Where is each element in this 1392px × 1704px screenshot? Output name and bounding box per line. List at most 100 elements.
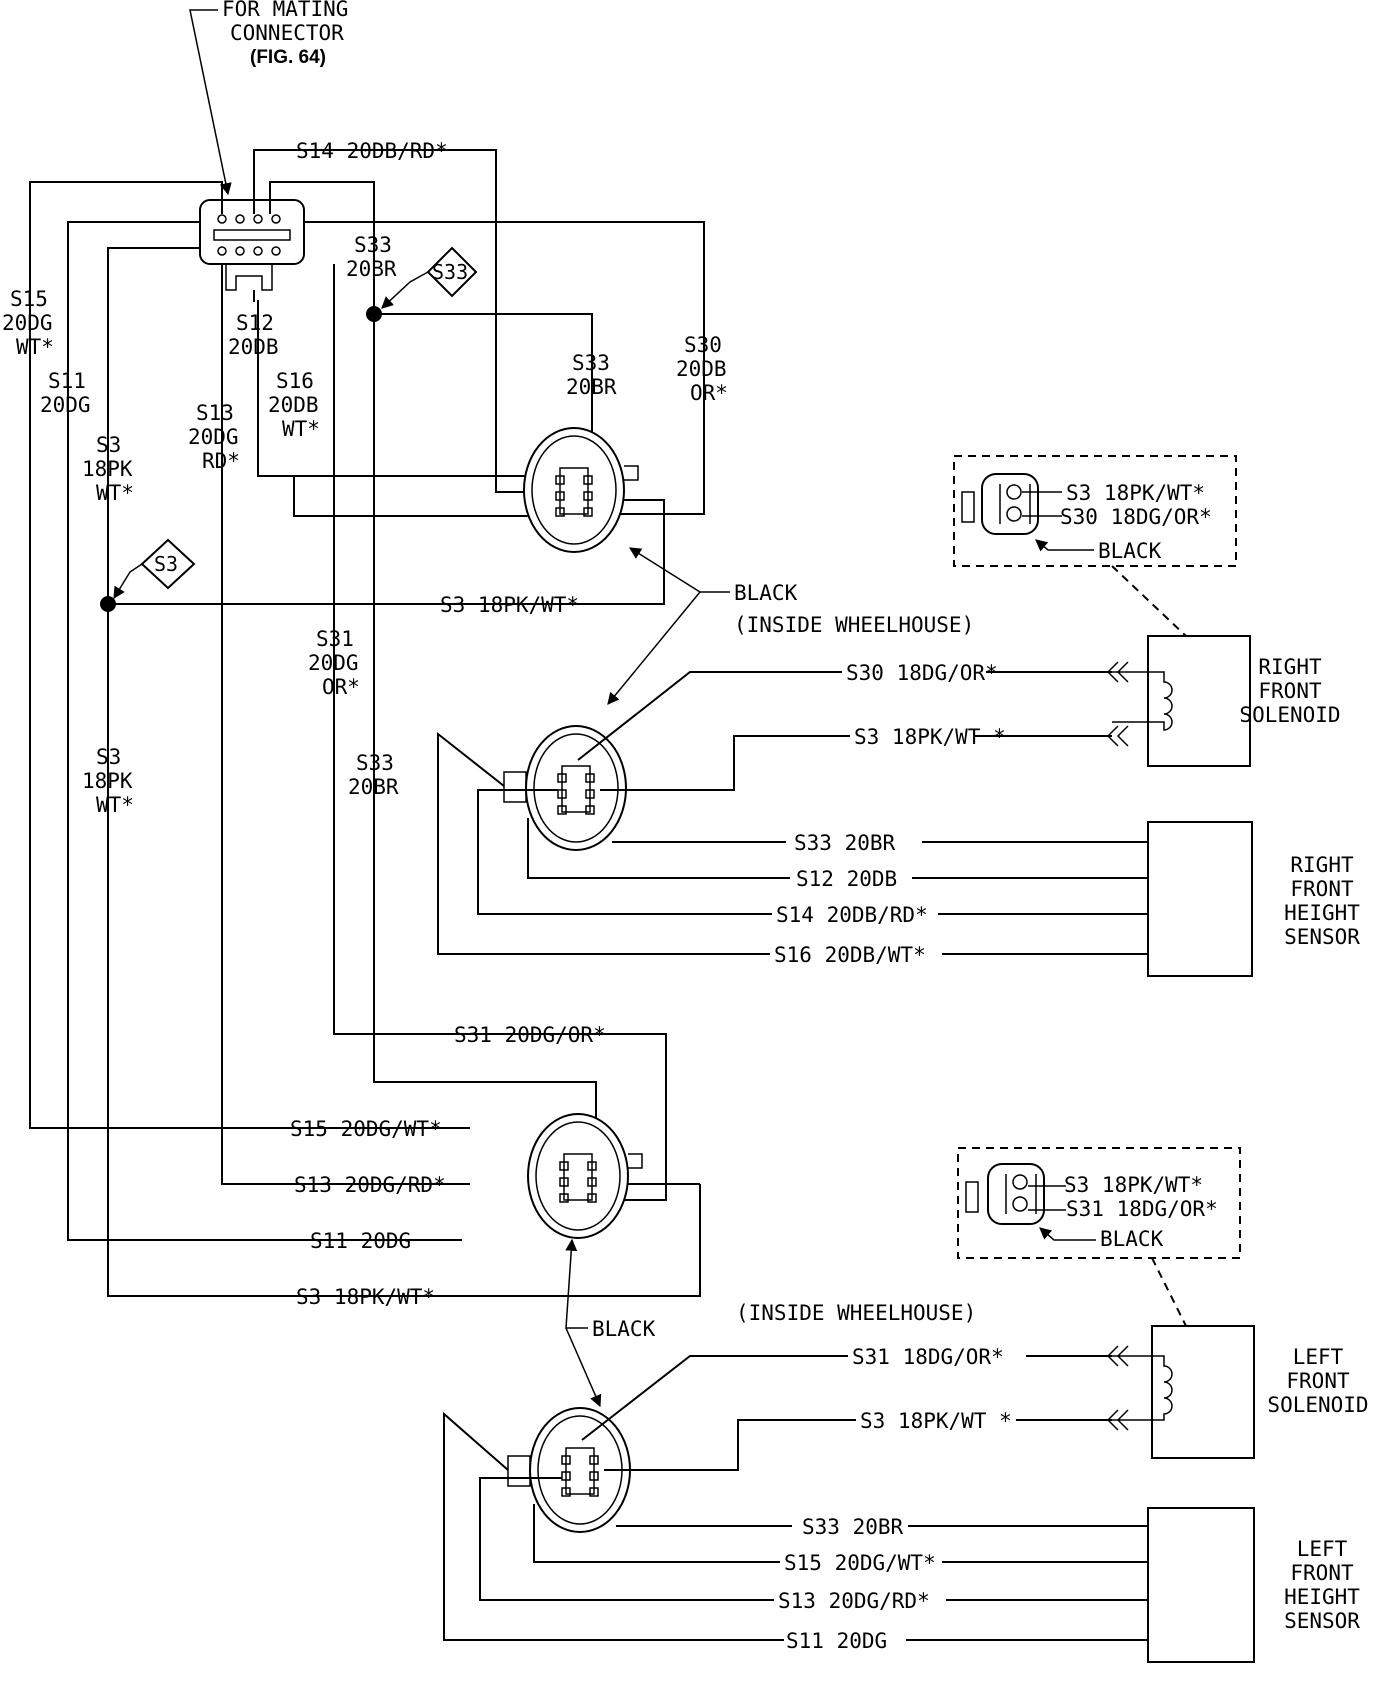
svg-text:BLACK: BLACK bbox=[734, 581, 798, 605]
svg-text:OR*: OR* bbox=[322, 675, 360, 699]
horizontal-labels: S14 20DB/RD* S3 18PK/WT* S30 18DG/OR* S3… bbox=[290, 139, 1012, 1653]
label-l-s15: S15 20DG/WT* bbox=[784, 1551, 936, 1575]
label-s15: S15 20DG WT* bbox=[2, 287, 54, 359]
left-front-solenoid: LEFT FRONT SOLENOID bbox=[1106, 1325, 1369, 1459]
splice-s3-tag: S3 bbox=[113, 538, 196, 600]
label-r-s16: S16 20DB/WT* bbox=[774, 943, 926, 967]
label-r-s30: S30 18DG/OR* bbox=[846, 661, 998, 685]
label-l-s31: S31 18DG/OR* bbox=[852, 1345, 1004, 1369]
svg-text:FRONT: FRONT bbox=[1290, 877, 1354, 901]
left-wheelhouse-wires bbox=[443, 1355, 1148, 1641]
svg-text:WT*: WT* bbox=[96, 481, 134, 505]
svg-text:S31 18DG/OR*: S31 18DG/OR* bbox=[1066, 1197, 1218, 1221]
wires bbox=[29, 149, 705, 1297]
label-r-s3: S3 18PK/WT * bbox=[854, 725, 1006, 749]
inset-right: S3 18PK/WT* S30 18DG/OR* BLACK bbox=[953, 455, 1237, 637]
black-callout-lower: BLACK (INSIDE WHEELHOUSE) bbox=[565, 1238, 976, 1408]
label-s11: S11 20DG bbox=[40, 369, 91, 417]
label-s33-top: S33 20BR bbox=[346, 233, 397, 281]
svg-text:20DG: 20DG bbox=[308, 651, 359, 675]
right-wheelhouse-wires bbox=[437, 671, 1148, 955]
svg-text:S31: S31 bbox=[316, 627, 354, 651]
svg-text:S30: S30 bbox=[684, 333, 722, 357]
svg-text:SOLENOID: SOLENOID bbox=[1239, 703, 1340, 727]
label-s13-mid: S13 20DG/RD* bbox=[294, 1173, 446, 1197]
svg-text:SENSOR: SENSOR bbox=[1284, 925, 1360, 949]
svg-text:S16: S16 bbox=[276, 369, 314, 393]
svg-text:S12: S12 bbox=[236, 311, 274, 335]
label-l-s33: S33 20BR bbox=[802, 1515, 904, 1539]
label-s31-mid: S31 20DG/OR* bbox=[454, 1023, 606, 1047]
svg-text:BLACK: BLACK bbox=[1098, 539, 1162, 563]
label-l-s13: S13 20DG/RD* bbox=[778, 1589, 930, 1613]
label-s14-top: S14 20DB/RD* bbox=[296, 139, 448, 163]
left-front-height-sensor: LEFT FRONT HEIGHT SENSOR bbox=[1147, 1507, 1360, 1663]
svg-text:WT*: WT* bbox=[282, 417, 320, 441]
label-r-s33: S33 20BR bbox=[794, 831, 896, 855]
mating-note: FOR MATING CONNECTOR (FIG. 64) bbox=[189, 0, 348, 196]
svg-text:20DG: 20DG bbox=[2, 311, 53, 335]
connector-right-wheelhouse bbox=[503, 725, 627, 851]
svg-text:20BR: 20BR bbox=[346, 257, 397, 281]
label-s3-mid: S3 18PK/WT* bbox=[296, 1285, 435, 1309]
svg-text:S33: S33 bbox=[432, 260, 468, 284]
label-r-s14: S14 20DB/RD* bbox=[776, 903, 928, 927]
connector-upper-right bbox=[523, 427, 639, 553]
svg-text:SOLENOID: SOLENOID bbox=[1267, 1393, 1368, 1417]
svg-text:18PK: 18PK bbox=[82, 457, 133, 481]
splice-s33-dot bbox=[366, 306, 382, 322]
svg-text:S3 18PK/WT*: S3 18PK/WT* bbox=[1064, 1173, 1203, 1197]
inset-left: S3 18PK/WT* S31 18DG/OR* BLACK bbox=[957, 1147, 1241, 1327]
svg-text:WT*: WT* bbox=[16, 335, 54, 359]
splice-s3-dot bbox=[100, 596, 116, 612]
mating-note-line2: CONNECTOR bbox=[230, 21, 344, 45]
svg-text:RD*: RD* bbox=[202, 449, 240, 473]
label-s3-upper: S3 18PK WT* bbox=[82, 433, 134, 505]
svg-text:20DB: 20DB bbox=[268, 393, 319, 417]
svg-text:OR*: OR* bbox=[690, 381, 728, 405]
label-l-s3: S3 18PK/WT * bbox=[860, 1409, 1012, 1433]
label-l-s11: S11 20DG bbox=[786, 1629, 887, 1653]
svg-text:HEIGHT: HEIGHT bbox=[1284, 901, 1360, 925]
svg-text:18PK: 18PK bbox=[82, 769, 133, 793]
svg-text:S30 18DG/OR*: S30 18DG/OR* bbox=[1060, 505, 1212, 529]
svg-text:S33: S33 bbox=[572, 351, 610, 375]
svg-text:S15: S15 bbox=[10, 287, 48, 311]
svg-text:20DG: 20DG bbox=[40, 393, 91, 417]
svg-text:20BR: 20BR bbox=[566, 375, 617, 399]
label-s33-mid: S33 20BR bbox=[566, 351, 617, 399]
vertical-labels: S15 20DG WT* S11 20DG S3 18PK WT* S13 20… bbox=[2, 233, 728, 817]
splice-s33-tag: S33 bbox=[381, 246, 478, 309]
svg-text:20DB: 20DB bbox=[228, 335, 279, 359]
label-s11-mid: S11 20DG bbox=[310, 1229, 411, 1253]
label-r-s12: S12 20DB bbox=[796, 867, 897, 891]
mating-note-line1: FOR MATING bbox=[222, 0, 348, 21]
svg-text:WT*: WT* bbox=[96, 793, 134, 817]
svg-text:BLACK: BLACK bbox=[592, 1317, 656, 1341]
svg-text:S33: S33 bbox=[354, 233, 392, 257]
svg-text:FRONT: FRONT bbox=[1258, 679, 1322, 703]
label-s15-mid: S15 20DG/WT* bbox=[290, 1117, 442, 1141]
svg-text:BLACK: BLACK bbox=[1100, 1227, 1164, 1251]
svg-text:FRONT: FRONT bbox=[1290, 1561, 1354, 1585]
label-s31: S31 20DG OR* bbox=[308, 627, 360, 699]
label-s30: S30 20DB OR* bbox=[676, 333, 728, 405]
svg-text:SENSOR: SENSOR bbox=[1284, 1609, 1360, 1633]
right-front-solenoid: RIGHT FRONT SOLENOID bbox=[1106, 635, 1341, 767]
svg-text:FRONT: FRONT bbox=[1286, 1369, 1350, 1393]
svg-text:S3: S3 bbox=[96, 745, 121, 769]
main-connector bbox=[199, 199, 305, 291]
svg-text:(INSIDE WHEELHOUSE): (INSIDE WHEELHOUSE) bbox=[734, 613, 974, 637]
svg-text:S3: S3 bbox=[96, 433, 121, 457]
mating-note-line3: (FIG. 64) bbox=[250, 47, 326, 68]
svg-text:S11: S11 bbox=[48, 369, 86, 393]
svg-text:20DB: 20DB bbox=[676, 357, 727, 381]
svg-text:RIGHT: RIGHT bbox=[1258, 655, 1322, 679]
svg-text:(INSIDE WHEELHOUSE): (INSIDE WHEELHOUSE) bbox=[736, 1301, 976, 1325]
svg-text:LEFT: LEFT bbox=[1293, 1345, 1344, 1369]
svg-text:HEIGHT: HEIGHT bbox=[1284, 1585, 1360, 1609]
svg-text:RIGHT: RIGHT bbox=[1290, 853, 1354, 877]
label-s13: S13 20DG RD* bbox=[188, 401, 240, 473]
black-callout-upper: BLACK (INSIDE WHEELHOUSE) bbox=[607, 547, 974, 705]
